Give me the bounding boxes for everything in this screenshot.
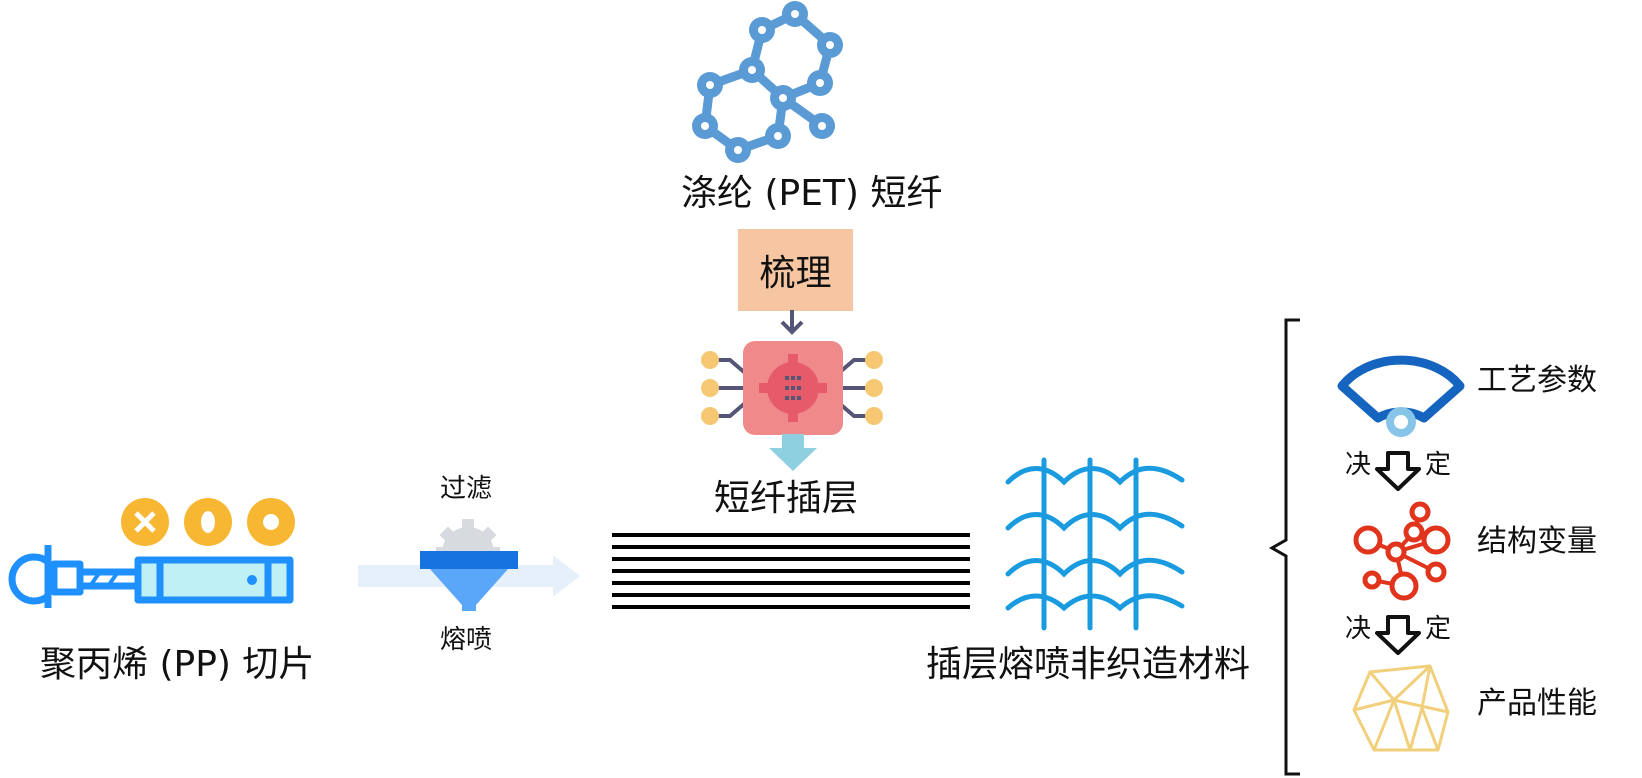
determines-left-2: 决 bbox=[1345, 614, 1372, 644]
down-arrow-outline-icon bbox=[1375, 615, 1421, 655]
meltblown-label: 熔喷 bbox=[440, 625, 493, 655]
structure-label: 结构变量 bbox=[1477, 524, 1597, 559]
curly-bracket bbox=[1268, 318, 1300, 776]
interlayer-label: 短纤插层 bbox=[714, 478, 859, 519]
gear-funnel-filter-icon bbox=[358, 519, 580, 611]
process-label: 工艺参数 bbox=[1477, 363, 1597, 398]
filter-label: 过滤 bbox=[440, 474, 493, 504]
fiber-mesh-icon bbox=[1005, 457, 1185, 631]
pp-label: 聚丙烯 (PP) 切片 bbox=[40, 644, 315, 685]
combing-box: 梳理 bbox=[738, 229, 853, 311]
determines-right-1: 定 bbox=[1425, 450, 1452, 480]
down-arrow-outline-icon bbox=[1375, 451, 1421, 491]
network-nodes-icon bbox=[1353, 501, 1451, 601]
performance-label: 产品性能 bbox=[1477, 686, 1597, 721]
determines-left-1: 决 bbox=[1345, 450, 1372, 480]
combing-label: 梳理 bbox=[759, 253, 832, 294]
gem-icon bbox=[1352, 664, 1450, 752]
pellet-extruder-icon bbox=[8, 498, 295, 608]
processor-chip-icon bbox=[701, 310, 883, 471]
product-label: 插层熔喷非织造材料 bbox=[926, 644, 1251, 685]
pet-label: 涤纶 (PET) 短纤 bbox=[681, 173, 943, 214]
stacked-layers-lines bbox=[612, 533, 970, 609]
molecule-icon bbox=[692, 1, 843, 163]
determines-right-2: 定 bbox=[1425, 614, 1452, 644]
wifi-fan-icon bbox=[1337, 355, 1465, 437]
